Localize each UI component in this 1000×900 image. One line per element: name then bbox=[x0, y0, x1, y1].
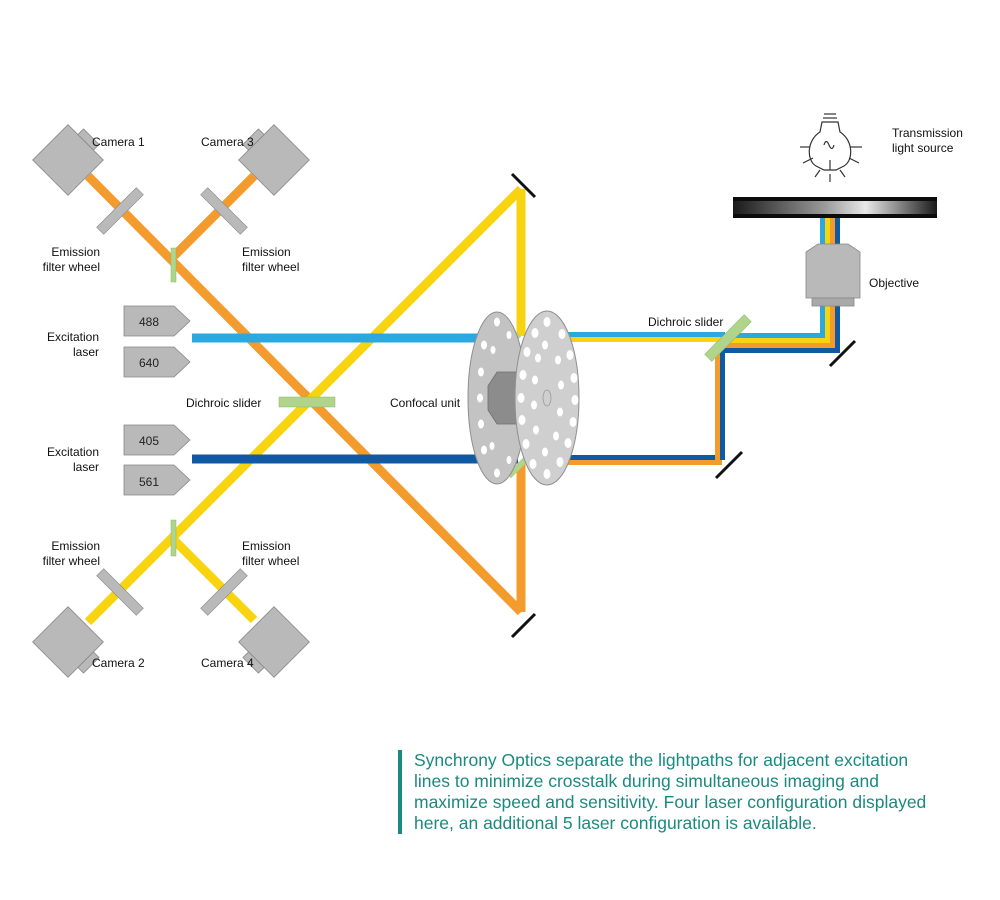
combined-dark-blue-v bbox=[835, 305, 840, 353]
orange-beam-camera3 bbox=[170, 172, 258, 260]
dichroic-slider-center bbox=[278, 396, 336, 408]
mirror-top bbox=[510, 172, 537, 199]
filter-wheel-camera1 bbox=[96, 187, 144, 235]
mirror-bottom bbox=[510, 612, 537, 639]
sample-stage bbox=[733, 197, 937, 218]
laser-640-label: 640 bbox=[139, 356, 159, 370]
obj-orange bbox=[830, 215, 835, 253]
emission-filter-tr-line2: filter wheel bbox=[242, 260, 299, 274]
camera-1-label: Camera 1 bbox=[92, 135, 145, 149]
emission-filter-bl-line1: Emission bbox=[51, 539, 100, 553]
pinhole-holes bbox=[477, 317, 579, 479]
emission-filter-tl-line2: filter wheel bbox=[43, 260, 100, 274]
camera-3-label: Camera 3 bbox=[201, 135, 254, 149]
emission-filter-br-line2: filter wheel bbox=[242, 554, 299, 568]
light-bulb-icon bbox=[800, 113, 862, 182]
lasers: 488 640 405 561 bbox=[123, 305, 191, 496]
confocal-disk-front bbox=[514, 310, 580, 486]
emission-filter-wheels bbox=[96, 187, 248, 616]
camera-2-icon bbox=[32, 606, 104, 678]
dichroic-slider-right-label: Dichroic slider bbox=[648, 315, 723, 329]
combined-light-blue-v bbox=[820, 305, 825, 338]
confocal-unit-label: Confocal unit bbox=[390, 396, 461, 410]
filter-wheel-camera4 bbox=[200, 568, 248, 616]
filter-wheel-camera2 bbox=[96, 568, 144, 616]
laser-561: 561 bbox=[123, 464, 191, 496]
excitation-laser-top-line1: Excitation bbox=[47, 330, 99, 344]
emission-filter-tl-line1: Emission bbox=[51, 245, 100, 259]
combined-orange-v bbox=[830, 305, 835, 348]
cameras bbox=[32, 124, 310, 678]
mirror-right-upper bbox=[828, 339, 857, 368]
camera-1-icon bbox=[32, 124, 104, 196]
filter-wheel-camera3 bbox=[200, 187, 248, 235]
laser-488: 488 bbox=[123, 305, 191, 337]
caption-line-3: maximize speed and sensitivity. Four las… bbox=[414, 792, 927, 812]
obj-light-blue bbox=[820, 215, 825, 253]
caption-line-4: here, an additional 5 laser configuratio… bbox=[414, 813, 817, 833]
lower-vertical-dark-blue bbox=[720, 345, 725, 460]
excitation-laser-top-line2: laser bbox=[73, 345, 99, 359]
laser-640: 640 bbox=[123, 346, 191, 378]
dichroic-top-camera bbox=[170, 247, 177, 283]
mirror-right-lower bbox=[714, 450, 744, 480]
yellow-beam-camera4 bbox=[170, 536, 258, 624]
stage-plate bbox=[733, 197, 937, 218]
combined-yellow-h bbox=[725, 338, 825, 343]
combined-light-blue-h bbox=[725, 333, 820, 338]
dichroic-slider-left-label: Dichroic slider bbox=[186, 396, 261, 410]
obj-yellow bbox=[825, 215, 830, 253]
emission-filter-tr-line1: Emission bbox=[242, 245, 291, 259]
lower-vertical-orange bbox=[715, 345, 720, 465]
labels: Camera 1 Camera 3 Camera 2 Camera 4 Emis… bbox=[43, 126, 963, 670]
dichroic-slider-right bbox=[704, 314, 752, 362]
emission-filter-br-line1: Emission bbox=[242, 539, 291, 553]
objective bbox=[805, 243, 861, 307]
camera-4-icon bbox=[238, 606, 310, 678]
combined-yellow-v bbox=[825, 305, 830, 343]
excitation-laser-bottom-line1: Excitation bbox=[47, 445, 99, 459]
laser-561-label: 561 bbox=[139, 475, 159, 489]
caption-line-2: lines to minimize crosstalk during simul… bbox=[414, 771, 879, 791]
dichroic-bottom-camera bbox=[170, 519, 177, 557]
objective-icon bbox=[805, 243, 861, 299]
laser-488-label: 488 bbox=[139, 315, 159, 329]
lower-beam-dark-blue bbox=[545, 455, 722, 460]
camera-4-label: Camera 4 bbox=[201, 656, 254, 670]
confocal-unit bbox=[467, 310, 580, 486]
confocal-dichroic-bottom bbox=[506, 455, 530, 479]
upper-beam-yellow bbox=[545, 337, 725, 342]
caption-line-1: Synchrony Optics separate the lightpaths… bbox=[414, 750, 909, 770]
emission-filter-bl-line2: filter wheel bbox=[43, 554, 100, 568]
combined-orange-h bbox=[715, 343, 830, 348]
laser-405-label: 405 bbox=[139, 434, 159, 448]
laser-405: 405 bbox=[123, 424, 191, 456]
upper-beam-light-blue bbox=[545, 332, 725, 337]
objective-label: Objective bbox=[869, 276, 919, 290]
camera-3-icon bbox=[238, 124, 310, 196]
camera-2-label: Camera 2 bbox=[92, 656, 145, 670]
mirrors bbox=[510, 172, 857, 639]
transmission-light-line1: Transmission bbox=[892, 126, 963, 140]
obj-dark-blue bbox=[835, 215, 840, 253]
excitation-laser-bottom-line2: laser bbox=[73, 460, 99, 474]
caption: Synchrony Optics separate the lightpaths… bbox=[398, 750, 994, 834]
combined-dark-blue-h bbox=[725, 348, 835, 353]
confocal-center-mark bbox=[542, 389, 552, 407]
transmission-light-line2: light source bbox=[892, 141, 954, 155]
orange-beam-camera1 bbox=[84, 172, 525, 616]
lower-beam-orange bbox=[545, 460, 722, 465]
